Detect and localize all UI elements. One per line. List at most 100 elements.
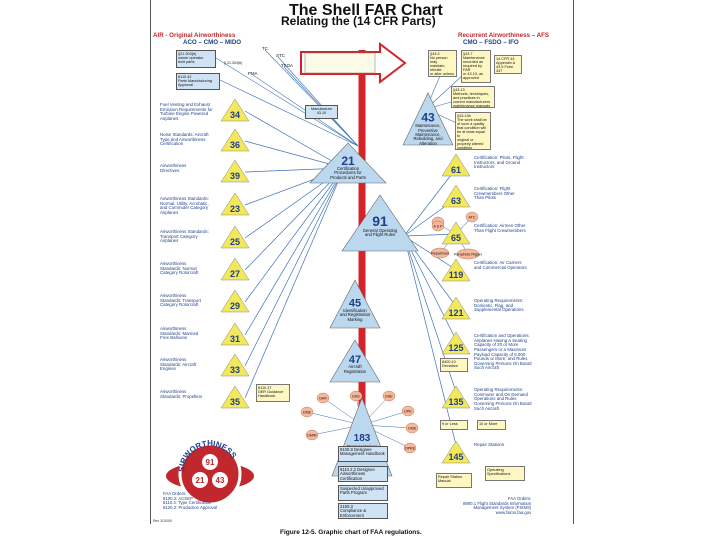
part-number-33: 33 xyxy=(230,365,240,375)
triangle-part-35 xyxy=(220,385,250,409)
chart-subtitle: Relating the (14 CFR Parts) xyxy=(281,14,436,28)
triangle-part-31 xyxy=(220,322,250,346)
part-number-36: 36 xyxy=(230,140,240,150)
left-header-line2: ACO – CMO – MIDO xyxy=(183,39,242,46)
part-number-145: 145 xyxy=(448,452,463,462)
circle-label-ome: OME xyxy=(408,426,417,430)
circle-ome xyxy=(405,422,419,434)
left-item-label-29: Airworthiness Standards: Transport Categ… xyxy=(160,293,202,308)
circle-label-dmir: DMIR xyxy=(307,433,317,437)
part-number-61: 61 xyxy=(451,165,461,175)
left-item-label-31: Airworthiness Standards: Manned Free Bal… xyxy=(160,326,199,341)
logo-number-91: 91 xyxy=(206,458,215,467)
left-item-label-23: Airworthiness Standards: Normal, Utility… xyxy=(160,196,209,215)
triangle-part-61 xyxy=(441,153,471,177)
connector-left-33 xyxy=(244,167,345,367)
triangle-part-29 xyxy=(220,289,250,313)
circle-das xyxy=(349,390,363,402)
left-item-label-27: Airworthiness Standards: Normal Category… xyxy=(160,261,199,276)
circle-label-dae: DAE xyxy=(385,394,393,398)
right-item-label-63: Certification: Flight Crewmembers Other … xyxy=(474,186,515,201)
right-item-label-145: Repair Stations xyxy=(474,442,505,447)
label-tc: TC xyxy=(262,46,268,51)
chart-title: The Shell FAR Chart xyxy=(289,2,443,19)
connector-21-top-0 xyxy=(215,57,359,147)
left-item-label-33: Airworthiness Standards: Aircraft Engine… xyxy=(160,357,197,372)
box-manufacture: Manufacture 43.10 xyxy=(305,105,338,119)
box-part43-appendix: 14 CFR 43 Appendix A 43.9 Form 337 xyxy=(494,55,522,74)
connector-21-top-2 xyxy=(264,49,359,147)
circle-label-dpe: DPE xyxy=(404,409,412,413)
right-item-label-121: Operating Requirements: Domestic, Flag, … xyxy=(474,298,524,313)
connector-left-35 xyxy=(244,167,345,399)
center-item-label-47: Aircraft Registration xyxy=(343,364,367,374)
label-21-303b-ref: § 21.303(b) xyxy=(224,61,243,65)
certificate-image xyxy=(304,52,376,74)
circle-label-dpre: DPRE xyxy=(405,446,416,450)
part-number-121: 121 xyxy=(448,308,463,318)
triangle-part-25 xyxy=(220,225,250,249)
center-part-number-45: 45 xyxy=(349,297,361,309)
connector-right-145 xyxy=(403,235,459,454)
triangle-part-125 xyxy=(441,331,471,355)
center-triangle-21 xyxy=(309,142,387,184)
part-number-65: 65 xyxy=(451,233,461,243)
connector-21-top-3 xyxy=(277,56,359,147)
box-43-3: §43.3 No person may maintain, rebuild or… xyxy=(428,50,457,77)
center-part-number-43: 43 xyxy=(421,111,435,125)
circle-label-ap: A & P xyxy=(434,224,444,228)
box-8110-42: 8110.42 Parts Manufacturing Approval xyxy=(176,73,220,90)
bottom-box-2: Suspected Unapproved Parts Program xyxy=(338,485,388,501)
part-number-25: 25 xyxy=(230,237,240,247)
part-number-135: 135 xyxy=(448,397,463,407)
circle-dmir xyxy=(305,429,319,441)
airworthiness-logo: SIRWORTHINESS 91 21 43 xyxy=(166,439,254,506)
center-part-number-21: 21 xyxy=(341,154,355,168)
connector-left-29 xyxy=(244,167,345,303)
circle-ap xyxy=(431,220,445,232)
triangle-part-145 xyxy=(441,440,471,464)
connector-21-top-1 xyxy=(219,79,359,147)
left-item-label-35: Airworthiness Standards: Propellers xyxy=(160,389,203,399)
center-part-number-183: 183 xyxy=(354,433,371,444)
right-header-line2: CMO – FSDO – IFO xyxy=(463,39,519,46)
box-repair-station-manual: Repair Station Manual xyxy=(436,473,472,488)
footer-left: FAA Orders: 8100.2: ACSEP 8110.4: Type C… xyxy=(163,491,217,511)
triangle-part-36 xyxy=(220,128,250,152)
box-10-or-more: 10 or More xyxy=(477,420,506,430)
part-number-39: 39 xyxy=(230,171,240,181)
triangle-part-63 xyxy=(441,184,471,208)
circle-label-atc: ATC xyxy=(469,215,476,219)
circle-label-dar: DAR xyxy=(319,396,327,400)
circle-dpe xyxy=(401,405,415,417)
part-number-63: 63 xyxy=(451,196,461,206)
circle-dme xyxy=(300,406,314,418)
part-number-31: 31 xyxy=(230,334,240,344)
figure-caption: Figure 12-5. Graphic chart of FAA regula… xyxy=(280,529,422,536)
box-43-7: §43.7 Maintenance recorded as required b… xyxy=(461,50,491,83)
connector-right-61 xyxy=(403,165,459,237)
center-triangle-47 xyxy=(329,339,381,383)
right-item-label-119: Certification: Air Carriers and Commerci… xyxy=(474,260,527,270)
part-number-35: 35 xyxy=(230,397,240,407)
footer-right: FAA Orders: 8900.1 Flight Standards Info… xyxy=(463,496,532,516)
left-item-label-25: Airworthiness Standards: Transport Categ… xyxy=(160,229,209,244)
circle-parachute_rigger xyxy=(456,248,480,260)
circle-dar xyxy=(316,392,330,404)
logo-badge-43 xyxy=(212,472,228,488)
part-number-23: 23 xyxy=(230,204,240,214)
connector-left-34 xyxy=(244,110,345,169)
box-8110-37: 8110.37 DER Guidance Handbook xyxy=(256,384,290,402)
logo-number-21: 21 xyxy=(196,476,205,485)
revision-date: Rev 3/10/09 xyxy=(153,519,172,523)
circle-label-parachute_rigger: Parachute Rigger xyxy=(454,252,483,256)
box-operating-specs: Operating Specifications xyxy=(485,466,525,481)
right-item-label-65: Certification: Airmen Other Than Flight … xyxy=(474,223,526,233)
center-item-label-21: Certification Procedures for Products an… xyxy=(330,166,366,180)
right-item-label-135: Operating Requirements: Commuter and On … xyxy=(474,387,532,411)
connector-right-125 xyxy=(403,235,459,345)
center-part-number-91: 91 xyxy=(372,213,388,229)
box-deviation: 8400.10 Deviation xyxy=(440,358,468,372)
triangle-part-27 xyxy=(220,257,250,281)
